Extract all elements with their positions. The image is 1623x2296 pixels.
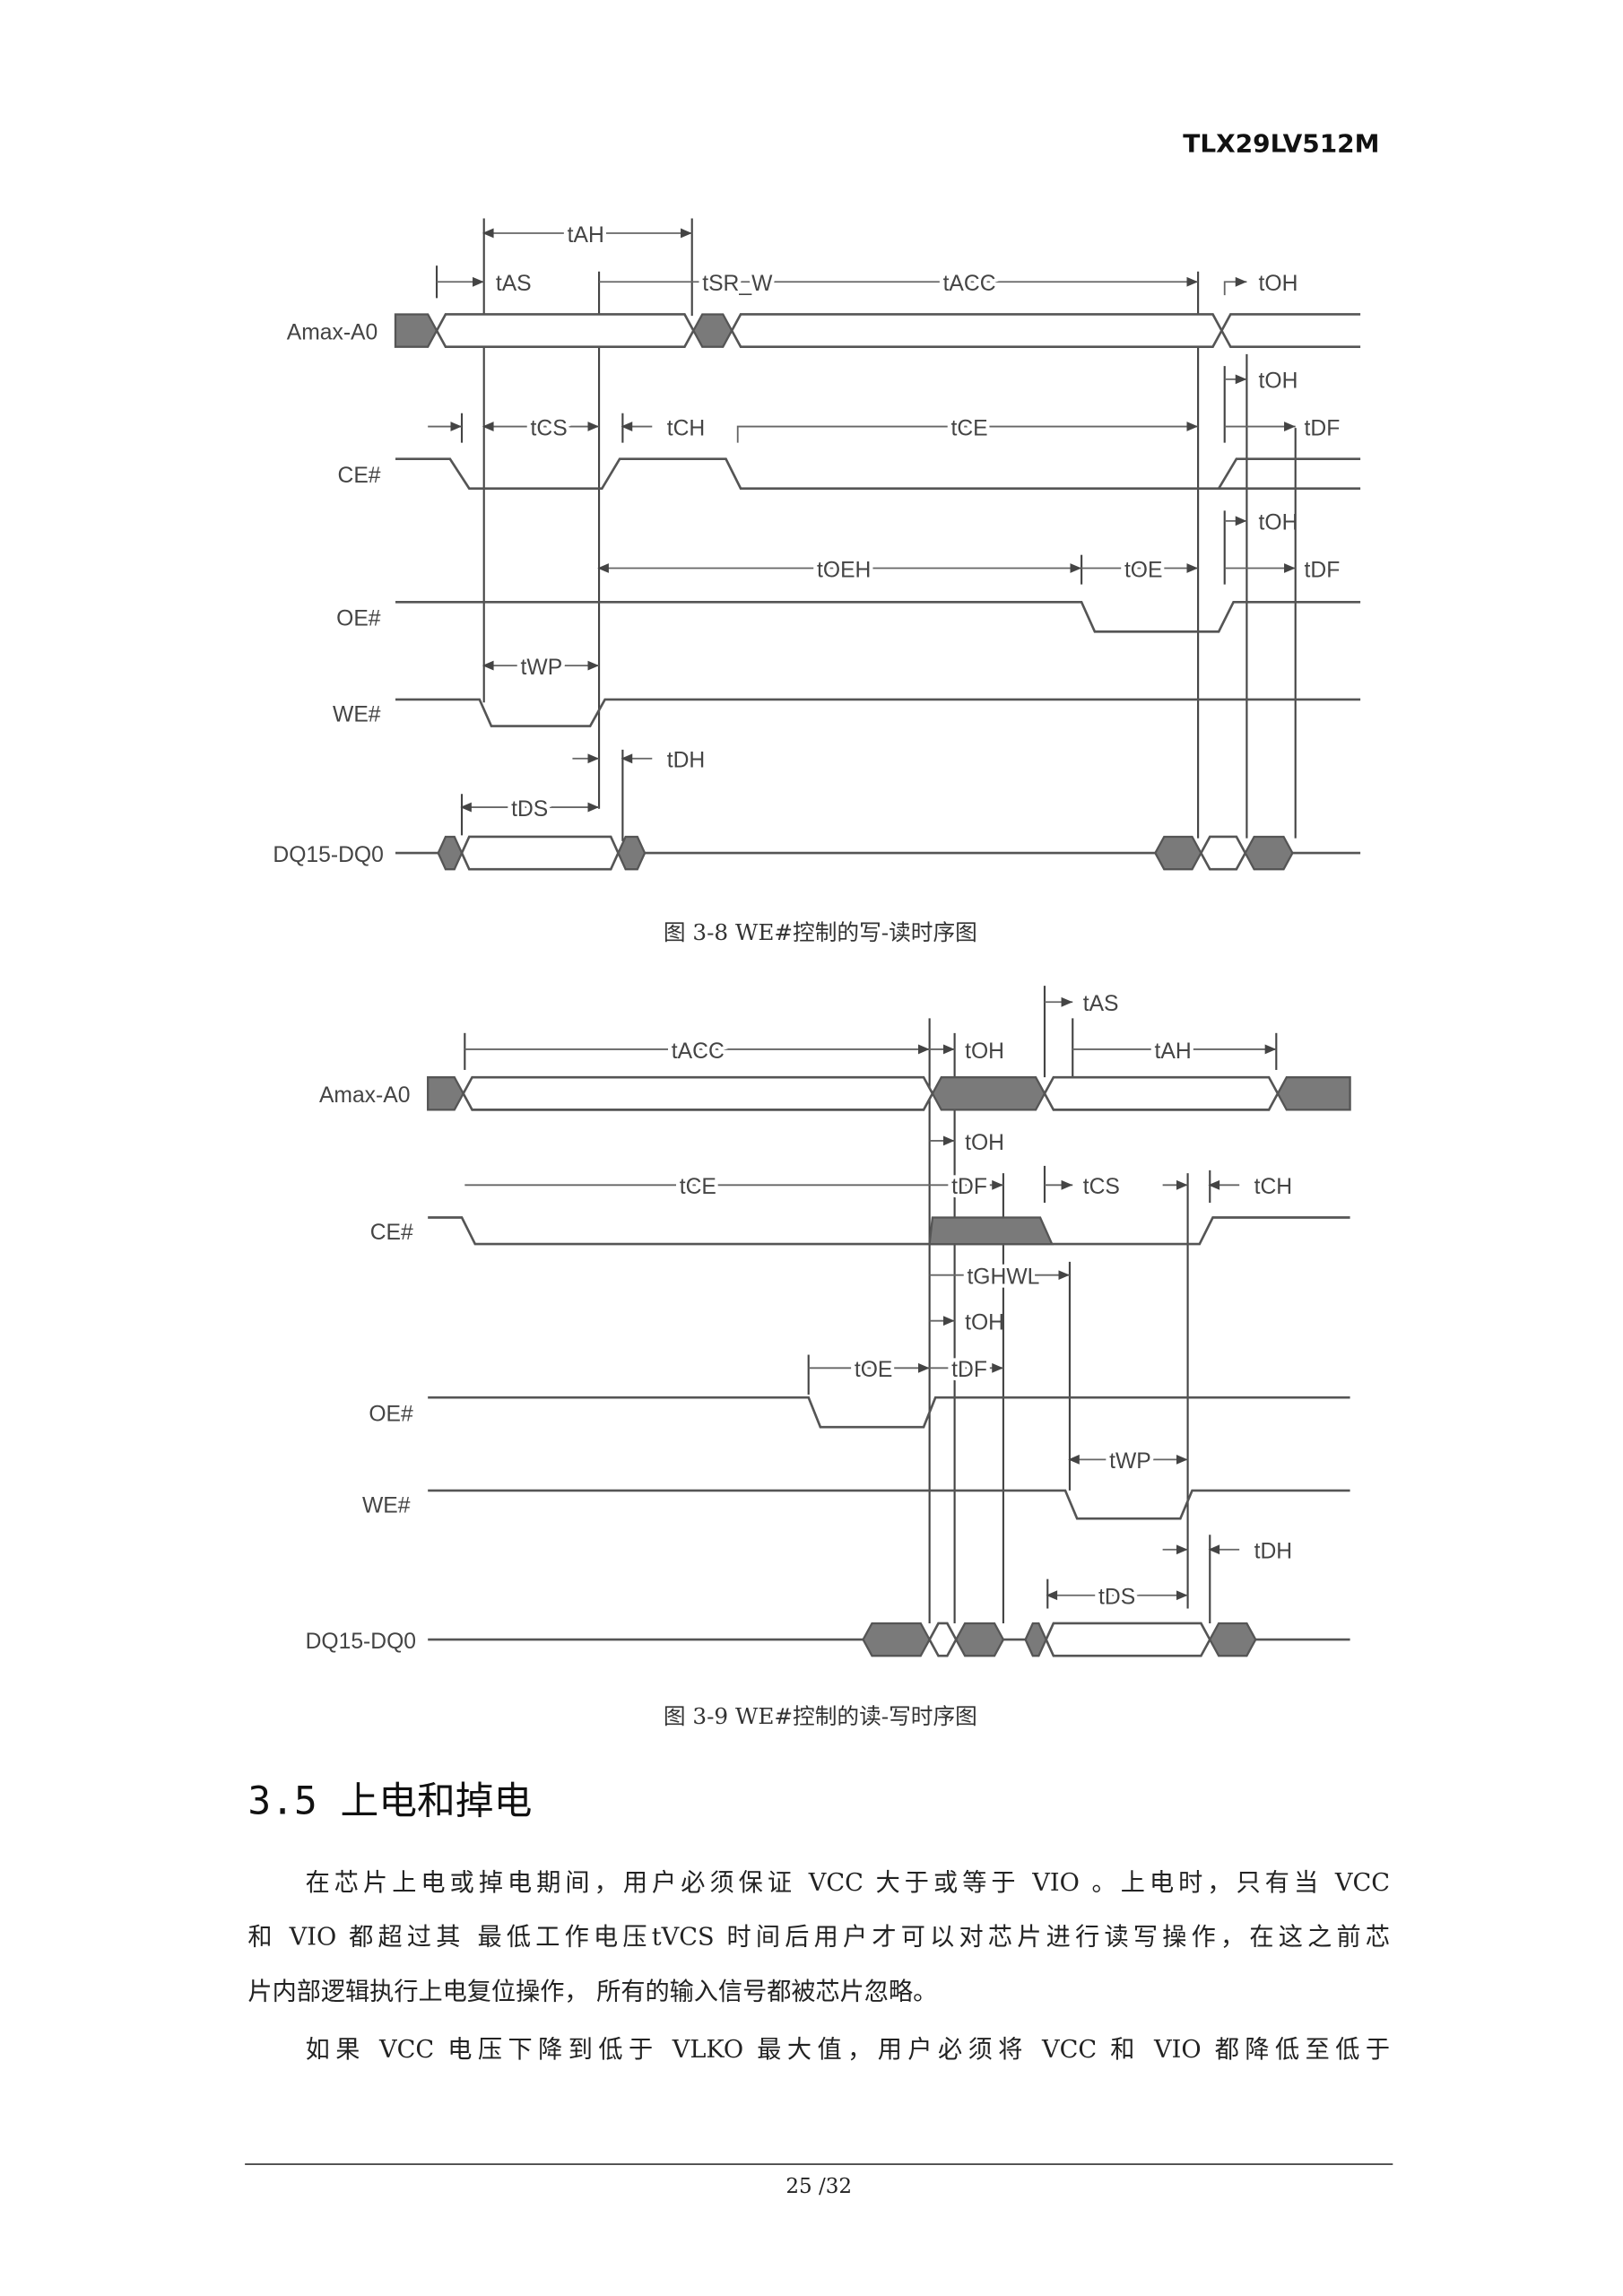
timing-tCH: tCH bbox=[1254, 1175, 1293, 1199]
oe-waveform bbox=[428, 1396, 1350, 1429]
paragraph-line: 在芯片上电或掉电期间，用户必须保证 VCC 大于或等于 VIO 。上电时，只有当… bbox=[305, 1868, 1391, 1897]
signal-labels: Amax-A0 CE# OE# WE# DQ15-DQ0 bbox=[273, 320, 383, 866]
signal-label-we: WE# bbox=[333, 703, 381, 727]
timing-tCS: tCS bbox=[1083, 1175, 1120, 1199]
paragraph-line: 和 VIO 都超过其 最低工作电压tVCS 时间后用户才可以对芯片进行读写操作，… bbox=[247, 1923, 1391, 1952]
ce-waveform bbox=[428, 1216, 1350, 1246]
we-waveform bbox=[428, 1489, 1350, 1520]
timing-tGHWL: tGHWL bbox=[967, 1265, 1039, 1290]
timing-tDF-ce: tDF bbox=[951, 1175, 987, 1199]
timing-tDF-ce: tDF bbox=[1305, 416, 1341, 440]
ce-waveform bbox=[395, 457, 1361, 490]
timing-tOEH: tOEH bbox=[817, 558, 871, 582]
timing-tDF-oe: tDF bbox=[951, 1358, 987, 1382]
oe-waveform bbox=[395, 601, 1361, 633]
figure-caption-3-8: 图 3-8 WE#控制的写-读时序图 bbox=[663, 919, 977, 946]
address-bus-waveform bbox=[427, 1075, 1351, 1111]
signal-label-dq: DQ15-DQ0 bbox=[273, 843, 383, 867]
timing-tOH-oe: tOH bbox=[1259, 511, 1298, 535]
timing-tAS: tAS bbox=[1083, 992, 1119, 1016]
signal-label-dq: DQ15-DQ0 bbox=[306, 1630, 416, 1654]
signal-label-address: Amax-A0 bbox=[319, 1083, 410, 1108]
timing-tDF-oe: tDF bbox=[1305, 558, 1341, 582]
timing-annotations: tAS tACC tOH tAH tOH tCE tDF tCS tCH tGH… bbox=[464, 992, 1293, 1613]
timing-tCS: tCS bbox=[531, 416, 568, 440]
timing-annotations: tAH tAS tSR_W tACC tOH tOH tCS tCH tCE t… bbox=[428, 220, 1341, 825]
timing-tWP: tWP bbox=[521, 656, 563, 680]
timing-tAH: tAH bbox=[568, 223, 604, 248]
signal-labels: Amax-A0 CE# OE# WE# DQ15-DQ0 bbox=[306, 1083, 416, 1654]
timing-diagram-we-write-read: Amax-A0 CE# OE# WE# DQ15-DQ0 tAH tAS tS bbox=[273, 218, 1361, 871]
timing-diagram-we-read-write: Amax-A0 CE# OE# WE# DQ15-DQ0 tAS tACC t bbox=[306, 986, 1351, 1657]
figure-caption-3-9: 图 3-9 WE#控制的读-写时序图 bbox=[663, 1702, 977, 1730]
document-id-header: TLX29LV512M bbox=[1183, 129, 1380, 160]
signal-label-we: WE# bbox=[362, 1494, 411, 1518]
dq-waveform bbox=[428, 1622, 1350, 1657]
timing-tACC: tACC bbox=[672, 1039, 725, 1064]
timing-tDH: tDH bbox=[667, 749, 706, 773]
page-number: 25 /32 bbox=[785, 2175, 853, 2199]
signal-label-ce: CE# bbox=[370, 1221, 413, 1245]
timing-tOH-ce: tOH bbox=[965, 1131, 1004, 1155]
timing-tOH-ce: tOH bbox=[1259, 370, 1298, 394]
signal-label-address: Amax-A0 bbox=[287, 320, 378, 344]
timing-tCE: tCE bbox=[950, 416, 987, 440]
paragraph-line: 片内部逻辑执行上电复位操作， 所有的输入信号都被芯片忽略。 bbox=[247, 1977, 938, 2006]
dq-waveform bbox=[395, 835, 1361, 871]
signal-label-oe: OE# bbox=[336, 607, 381, 631]
timing-tDS: tDS bbox=[1098, 1586, 1135, 1610]
timing-tCE: tCE bbox=[680, 1175, 716, 1199]
timing-tAH: tAH bbox=[1155, 1039, 1192, 1064]
timing-tACC: tACC bbox=[943, 272, 996, 296]
timing-tCH: tCH bbox=[667, 416, 706, 440]
timing-tOE: tOE bbox=[855, 1358, 893, 1382]
timing-tOH-oe: tOH bbox=[965, 1311, 1004, 1335]
section-heading: 3.5 上电和掉电 bbox=[247, 1779, 533, 1824]
vertical-reference-lines bbox=[464, 986, 1278, 1623]
timing-tDH: tDH bbox=[1254, 1540, 1293, 1564]
paragraph-line: 如果 VCC 电压下降到低于 VLKO 最大值，用户必须将 VCC 和 VIO … bbox=[305, 2035, 1391, 2064]
signal-label-oe: OE# bbox=[369, 1403, 413, 1427]
timing-tSR_W: tSR_W bbox=[702, 272, 773, 296]
we-waveform bbox=[395, 698, 1361, 727]
timing-tOE: tOE bbox=[1124, 558, 1163, 582]
signal-label-ce: CE# bbox=[338, 464, 381, 488]
timing-tOH-address: tOH bbox=[965, 1039, 1004, 1064]
timing-tOH-address: tOH bbox=[1259, 272, 1298, 296]
address-bus-waveform bbox=[394, 313, 1361, 348]
timing-tAS: tAS bbox=[496, 272, 532, 296]
timing-tWP: tWP bbox=[1109, 1449, 1151, 1474]
timing-tDS: tDS bbox=[511, 797, 548, 822]
footer-divider bbox=[245, 2163, 1393, 2165]
